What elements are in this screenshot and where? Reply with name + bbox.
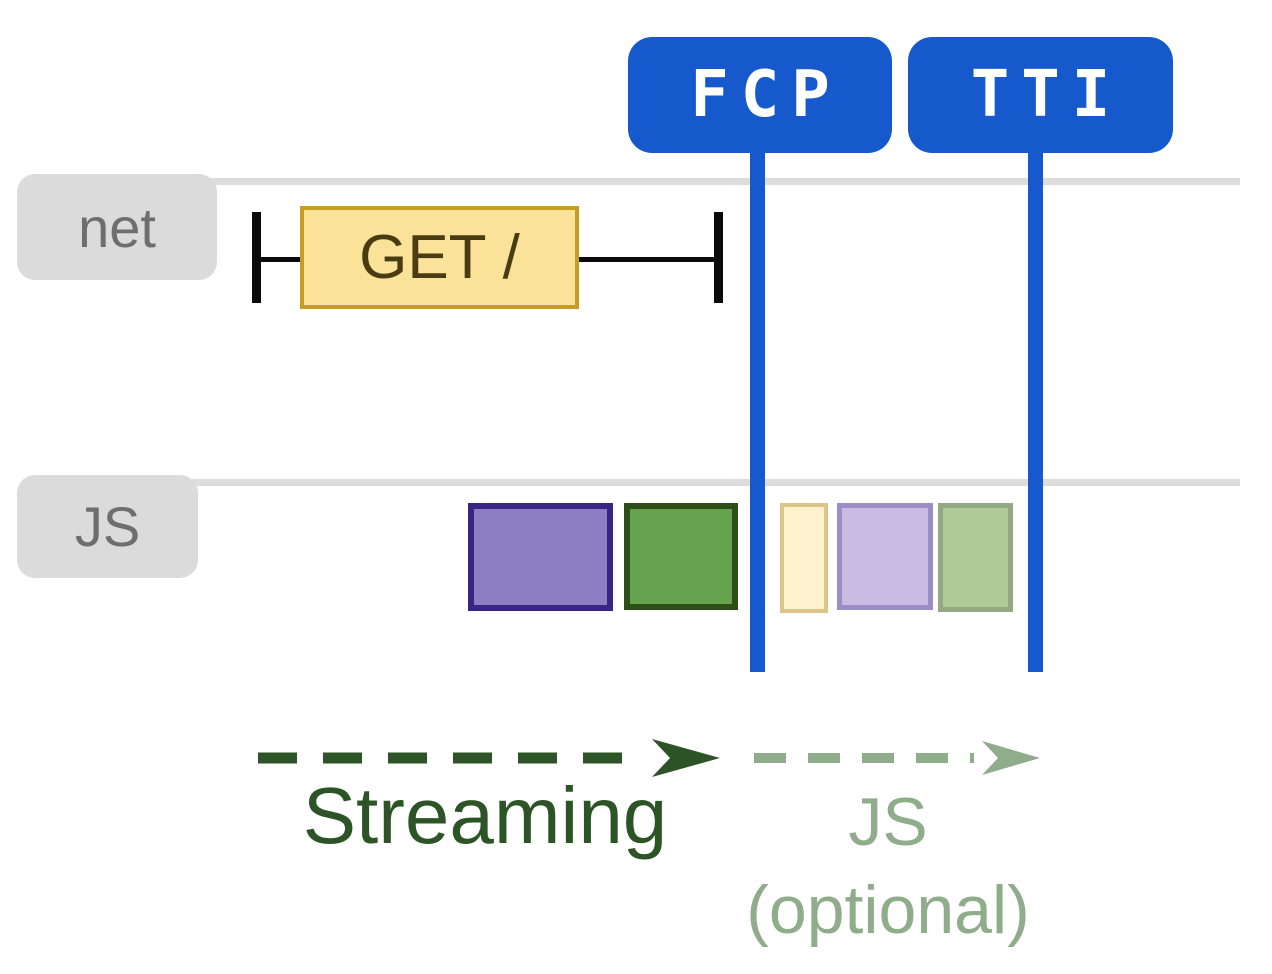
streaming-label: Streaming [302,771,668,860]
get-request-box: GET / [300,206,579,309]
js-task-solid-green [624,503,738,610]
tti-badge: TTI [908,37,1173,153]
js-optional-arrow-icon [754,741,1040,775]
js-optional-label: JS (optional) [733,778,1043,955]
js-task-solid-purple [468,503,613,611]
fcp-badge-label: FCP [690,58,842,132]
js-lane-line [192,479,1240,486]
request-bracket-end-tick [714,212,723,303]
js-lane-label: JS [74,495,141,558]
get-request-label: GET / [359,223,520,292]
js-optional-label-line1: JS [848,784,928,860]
fcp-marker-line [750,150,765,672]
js-optional-label-line2: (optional) [746,872,1030,949]
tti-marker-line [1028,150,1043,672]
js-task-faded-lavender [837,503,933,610]
fcp-badge: FCP [628,37,892,153]
net-lane-tab: net [17,174,217,280]
streaming-arrow-icon [258,739,720,777]
js-task-faded-yellow [780,503,828,613]
js-lane-tab: JS [17,475,198,578]
net-lane-line [210,178,1240,185]
tti-badge-label: TTI [970,58,1123,132]
js-task-faded-sage [938,503,1013,612]
net-lane-label: net [78,195,156,259]
